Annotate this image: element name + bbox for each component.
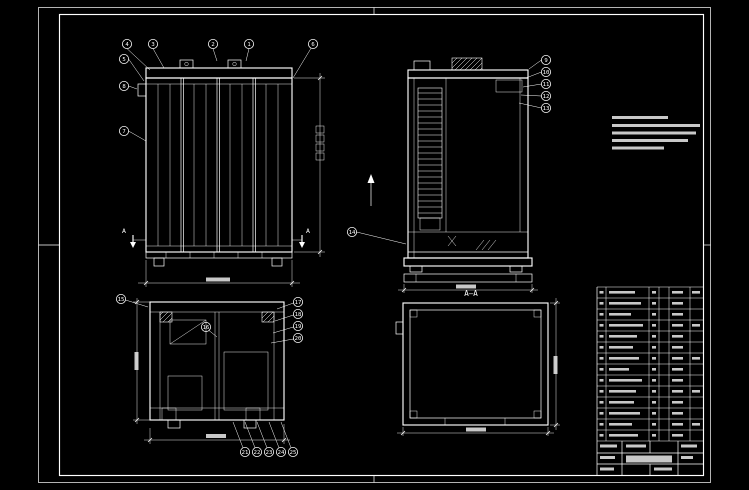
callout-balloon: 23 [256,421,274,457]
section-cut-marks: A A [122,227,310,248]
callout-balloon: 8 [119,81,138,92]
callout-balloons: 4 3 2 1 6 5 8 7 9 10 11 12 13 14 15 16 1… [116,39,552,457]
front-view [137,59,293,267]
drawing-frame [38,7,711,483]
callout-balloon: 21 [232,421,250,457]
callout-number: 19 [295,324,302,330]
callout-balloon: 15 [116,293,149,308]
callout-balloon: 19 [272,320,303,334]
callout-number: 25 [290,450,297,456]
callout-balloon: 14 [346,226,407,245]
callout-number: 23 [266,450,273,456]
callout-number: 1 [247,42,250,48]
section-a-a-view: A—A [395,289,549,426]
front-view-dimensions [138,73,325,287]
callout-number: 7 [122,129,125,135]
callout-balloon: 22 [244,421,262,457]
section-label-left: A [122,227,126,235]
callout-balloon: 11 [522,79,552,90]
callout-number: 4 [125,42,129,48]
callout-balloon: 13 [518,102,552,114]
bottom-section-view [149,301,285,429]
callout-balloon: 9 [528,55,552,70]
side-view [367,57,533,283]
callout-number: 16 [203,325,210,331]
callout-balloon: 7 [119,126,147,142]
callout-balloon: 1 [243,39,254,62]
callout-number: 14 [349,230,356,236]
callout-number: 9 [544,58,547,64]
callout-balloon: 12 [520,91,552,102]
callout-balloon: 10 [525,67,552,79]
callout-balloon: 16 [200,321,218,338]
callout-number: 5 [122,57,125,63]
section-a-a-dimensions [397,298,560,436]
callout-number: 12 [543,94,550,100]
callout-balloon: 6 [292,39,318,79]
callout-number: 11 [543,82,550,88]
callout-balloon: 17 [276,296,303,310]
callout-balloon: 4 [122,39,151,71]
callout-number: 6 [311,42,314,48]
callout-number: 22 [254,450,261,456]
side-view-dimensions [398,284,538,293]
callout-number: 20 [295,336,302,342]
callout-balloon: 3 [147,39,165,69]
callout-balloon: 20 [270,332,303,344]
title-block [597,441,704,476]
callout-number: 15 [118,297,125,303]
callout-number: 2 [211,42,214,48]
callout-number: 10 [543,70,550,76]
parts-list-table [596,286,704,476]
callout-number: 13 [543,106,550,112]
callout-balloon: 18 [274,308,303,322]
callout-balloon: 2 [207,39,218,62]
bottom-section-dimensions [133,298,290,444]
section-label-right: A [306,227,310,235]
callout-number: 21 [242,450,249,456]
callout-number: 18 [295,312,302,318]
callout-balloon: 5 [119,54,145,82]
view-title: A—A [464,289,478,298]
callout-number: 17 [295,300,302,306]
callout-balloon: 25 [280,421,298,457]
callout-number: 3 [151,42,154,48]
callout-number: 8 [122,84,126,90]
callout-number: 24 [278,450,285,456]
technical-notes-block [612,116,700,150]
callout-balloon: 24 [268,421,286,457]
